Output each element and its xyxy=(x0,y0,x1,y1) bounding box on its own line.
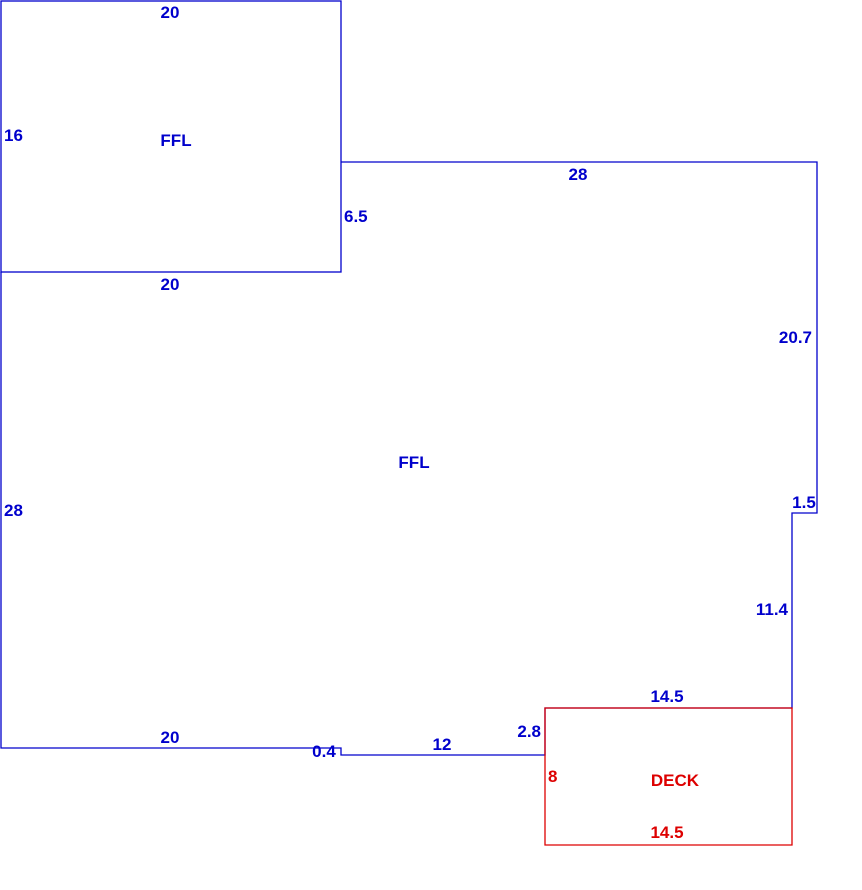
dim-deck-left: 8 xyxy=(548,767,557,786)
dim-deck-bottom: 14.5 xyxy=(650,823,683,842)
dim-deck-top: 14.5 xyxy=(650,687,683,706)
dim-bottom-20: 20 xyxy=(161,728,180,747)
dim-right-11-4: 11.4 xyxy=(756,600,789,619)
deck-outline xyxy=(544,707,793,846)
dim-left-28: 28 xyxy=(4,501,23,520)
dim-upper-left: 16 xyxy=(4,126,23,145)
upper-room-outline xyxy=(0,0,342,273)
dim-jog-1-5: 1.5 xyxy=(792,493,816,512)
dim-upper-bottom: 20 xyxy=(161,275,180,294)
dim-step: 6.5 xyxy=(344,207,368,226)
main-room-label: FFL xyxy=(398,453,429,472)
dim-bottom-2-8: 2.8 xyxy=(517,722,541,741)
dim-top-28: 28 xyxy=(569,165,588,184)
dim-bottom-12: 12 xyxy=(433,735,452,754)
dim-right-20-7: 20.7 xyxy=(779,328,812,347)
dim-upper-top: 20 xyxy=(161,3,180,22)
upper-room-label: FFL xyxy=(160,131,191,150)
deck-label: DECK xyxy=(651,771,700,790)
dim-bottom-0-4: 0.4 xyxy=(312,742,336,761)
